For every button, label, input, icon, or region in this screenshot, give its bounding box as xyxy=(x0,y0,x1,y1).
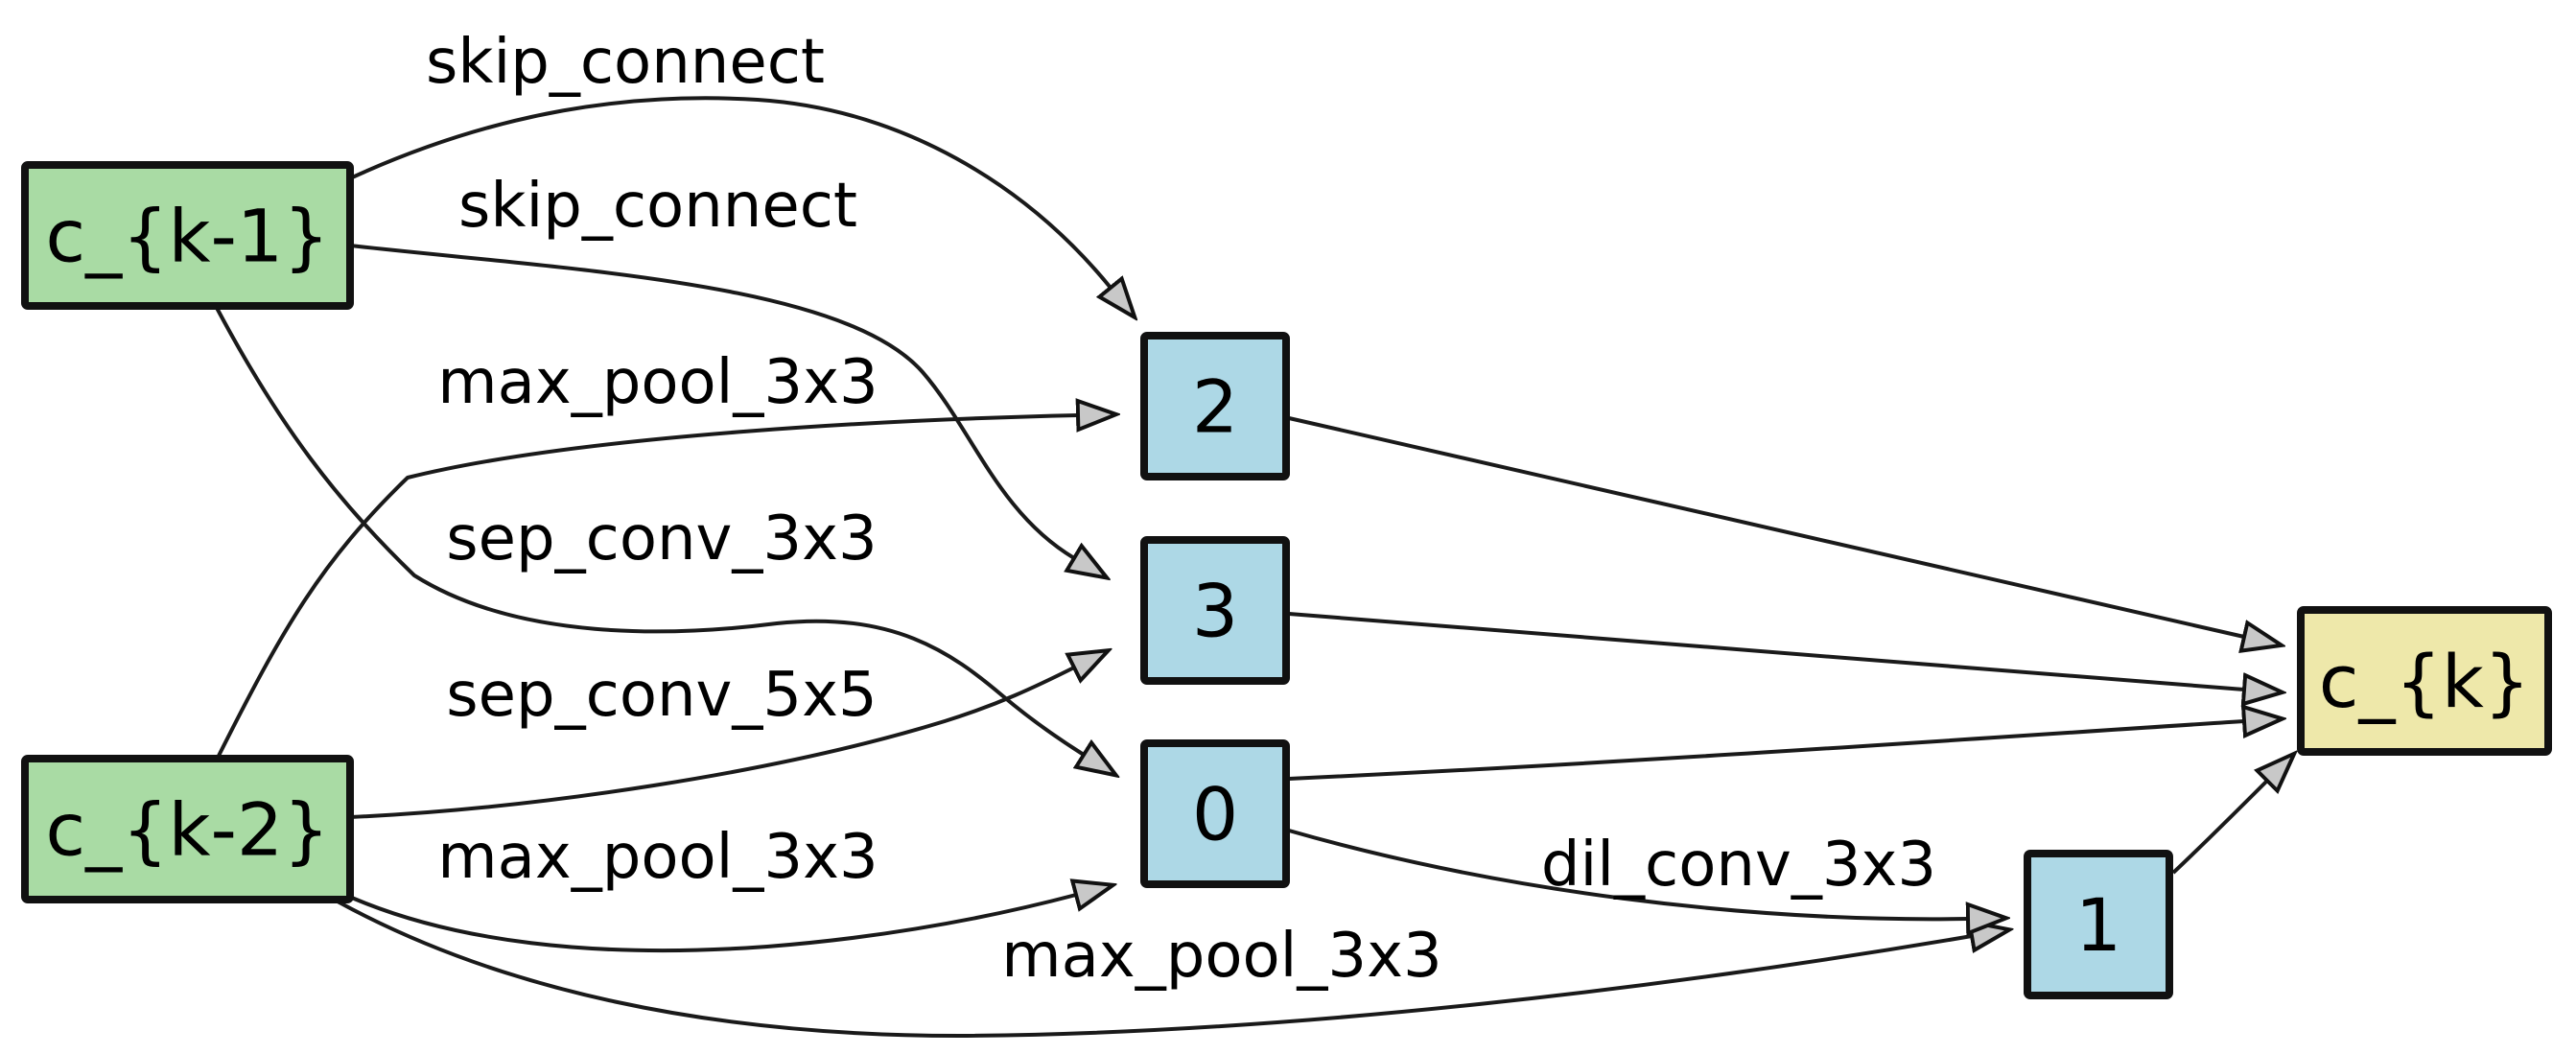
edge-c_{k-2}-to-2 xyxy=(217,415,1078,757)
edge-0-to-c_{k} xyxy=(1288,721,2244,781)
node-label-1: 1 xyxy=(2075,882,2121,968)
node-box-3 xyxy=(1140,536,1290,685)
node-label-c_k-2: c_{k-2} xyxy=(45,787,329,873)
node-2: 2 xyxy=(1140,332,1290,480)
edge-label-max_pool_3x3-2: max_pool_3x3 xyxy=(437,347,878,418)
node-c_k: c_{k} xyxy=(2297,606,2552,756)
node-label-2: 2 xyxy=(1192,364,1238,450)
edge-c_{k-2}-to-0 xyxy=(344,895,1076,953)
node-label-c_k: c_{k} xyxy=(2319,639,2531,724)
edge-3-to-c_{k} xyxy=(1288,612,2244,690)
node-c_k-2: c_{k-2} xyxy=(21,755,354,903)
node-box-c_k xyxy=(2297,606,2552,756)
node-box-2 xyxy=(1140,332,1290,480)
node-label-3: 3 xyxy=(1192,569,1238,654)
edge-label-skip_connect-0: skip_connect xyxy=(426,27,825,98)
edge-label-sep_conv_5x5-4: sep_conv_5x5 xyxy=(446,660,877,731)
node-box-c_k-1 xyxy=(21,161,354,310)
edge-label-sep_conv_3x3-3: sep_conv_3x3 xyxy=(446,504,877,574)
edge-label-max_pool_3x3-5: max_pool_3x3 xyxy=(437,822,878,893)
node-box-0 xyxy=(1140,739,1290,888)
edge-c_{k-2}-to-1 xyxy=(337,900,1972,1039)
edge-c_{k-2}-to-3 xyxy=(349,668,1074,819)
edge-0-to-1 xyxy=(1288,829,1968,919)
edge-c_{k-1}-to-3 xyxy=(349,244,1074,558)
edge-2-to-c_{k} xyxy=(1288,416,2244,637)
node-label-c_k-1: c_{k-1} xyxy=(45,194,329,279)
edge-label-skip_connect-1: skip_connect xyxy=(458,171,857,242)
node-1: 1 xyxy=(2024,850,2173,999)
node-0: 0 xyxy=(1140,739,1290,888)
edge-c_{k-1}-to-0 xyxy=(215,307,1084,755)
edge-label-max_pool_3x3-6: max_pool_3x3 xyxy=(1001,921,1441,992)
edge-1-to-c_{k} xyxy=(2171,781,2267,875)
edge-label-dil_conv_3x3-7: dil_conv_3x3 xyxy=(1541,830,1936,901)
node-box-1 xyxy=(2024,850,2173,999)
edge-c_{k-1}-to-2 xyxy=(349,96,1111,288)
node-box-c_k-2 xyxy=(21,755,354,903)
node-3: 3 xyxy=(1140,536,1290,685)
node-c_k-1: c_{k-1} xyxy=(21,161,354,310)
node-label-0: 0 xyxy=(1192,772,1238,857)
